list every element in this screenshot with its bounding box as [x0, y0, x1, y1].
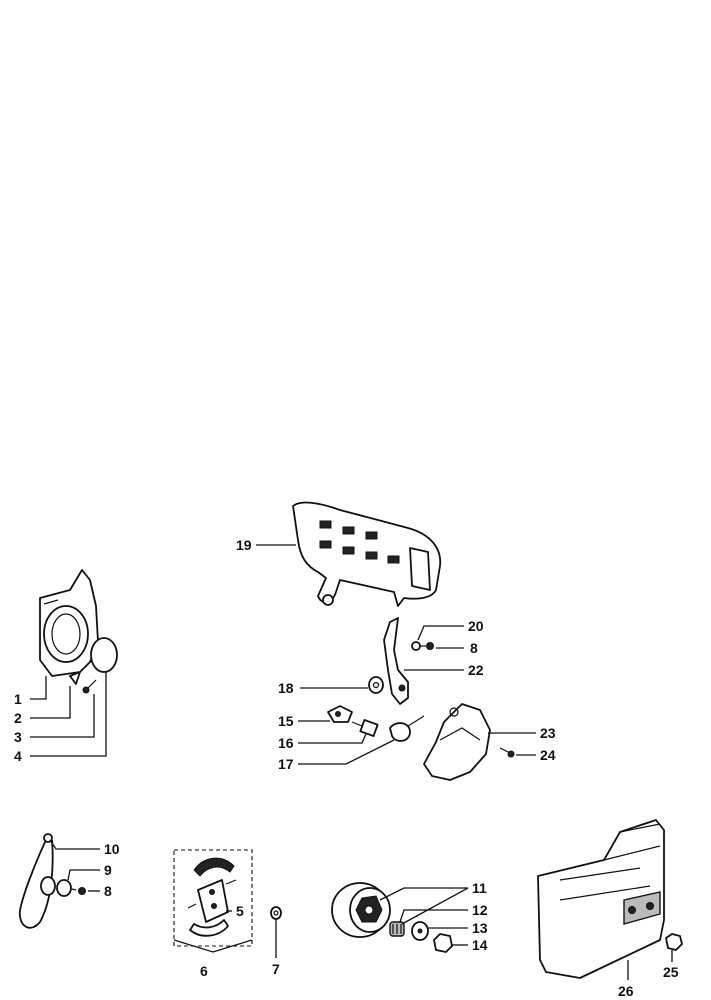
callout-1: 1: [14, 691, 22, 707]
part-12-needle-bearing: [389, 921, 405, 937]
part-7-washer: [270, 906, 282, 920]
callout-25: 25: [663, 964, 679, 980]
part-18-washer: [368, 676, 384, 694]
part-2-spring-clip: [69, 671, 81, 685]
callout-22: 22: [468, 662, 484, 678]
callout-17: 17: [278, 756, 294, 772]
callout-8-lower: 8: [104, 883, 112, 899]
part-11-clutch-drum: [331, 882, 391, 938]
callout-3: 3: [14, 729, 22, 745]
part-23-cover: [423, 703, 491, 781]
callout-2: 2: [14, 710, 22, 726]
callout-7: 7: [272, 961, 280, 977]
part-17-spring: [389, 715, 425, 742]
callout-13: 13: [472, 920, 488, 936]
callout-15: 15: [278, 713, 294, 729]
callout-20: 20: [468, 618, 484, 634]
part-20-washer: [411, 641, 421, 651]
callout-24: 24: [540, 747, 556, 763]
part-26-chain-cover: [537, 819, 665, 979]
part-25-nut: [665, 933, 683, 951]
part-1-side-cover: [39, 569, 99, 677]
callout-5: 5: [236, 903, 244, 919]
part-6-clutch-assembly: [173, 849, 253, 947]
callout-8-upper: 8: [470, 640, 478, 656]
callout-12: 12: [472, 902, 488, 918]
part-8-screw-upper: [420, 642, 434, 650]
callout-4: 4: [14, 748, 22, 764]
callout-9: 9: [104, 862, 112, 878]
callout-16: 16: [278, 735, 294, 751]
callout-23: 23: [540, 725, 556, 741]
part-24-screw: [499, 747, 515, 758]
callout-14: 14: [472, 937, 488, 953]
part-4-disc: [90, 637, 118, 673]
callout-26: 26: [618, 983, 634, 999]
part-14-nut: [433, 933, 453, 953]
part-8-screw-lower: [71, 887, 86, 895]
callout-18: 18: [278, 680, 294, 696]
part-16-bolt: [351, 719, 379, 737]
callout-19: 19: [236, 537, 252, 553]
callout-10: 10: [104, 841, 120, 857]
part-22-brake-lever: [383, 617, 409, 705]
part-9-ring: [40, 876, 72, 897]
callout-6: 6: [200, 963, 208, 979]
part-19-hand-guard: [292, 501, 442, 607]
callout-11: 11: [472, 880, 487, 896]
part-13-washer: [411, 921, 429, 941]
part-3-screw: [82, 679, 97, 694]
part-15-pawl: [327, 705, 353, 723]
leader-lines: [30, 544, 673, 980]
